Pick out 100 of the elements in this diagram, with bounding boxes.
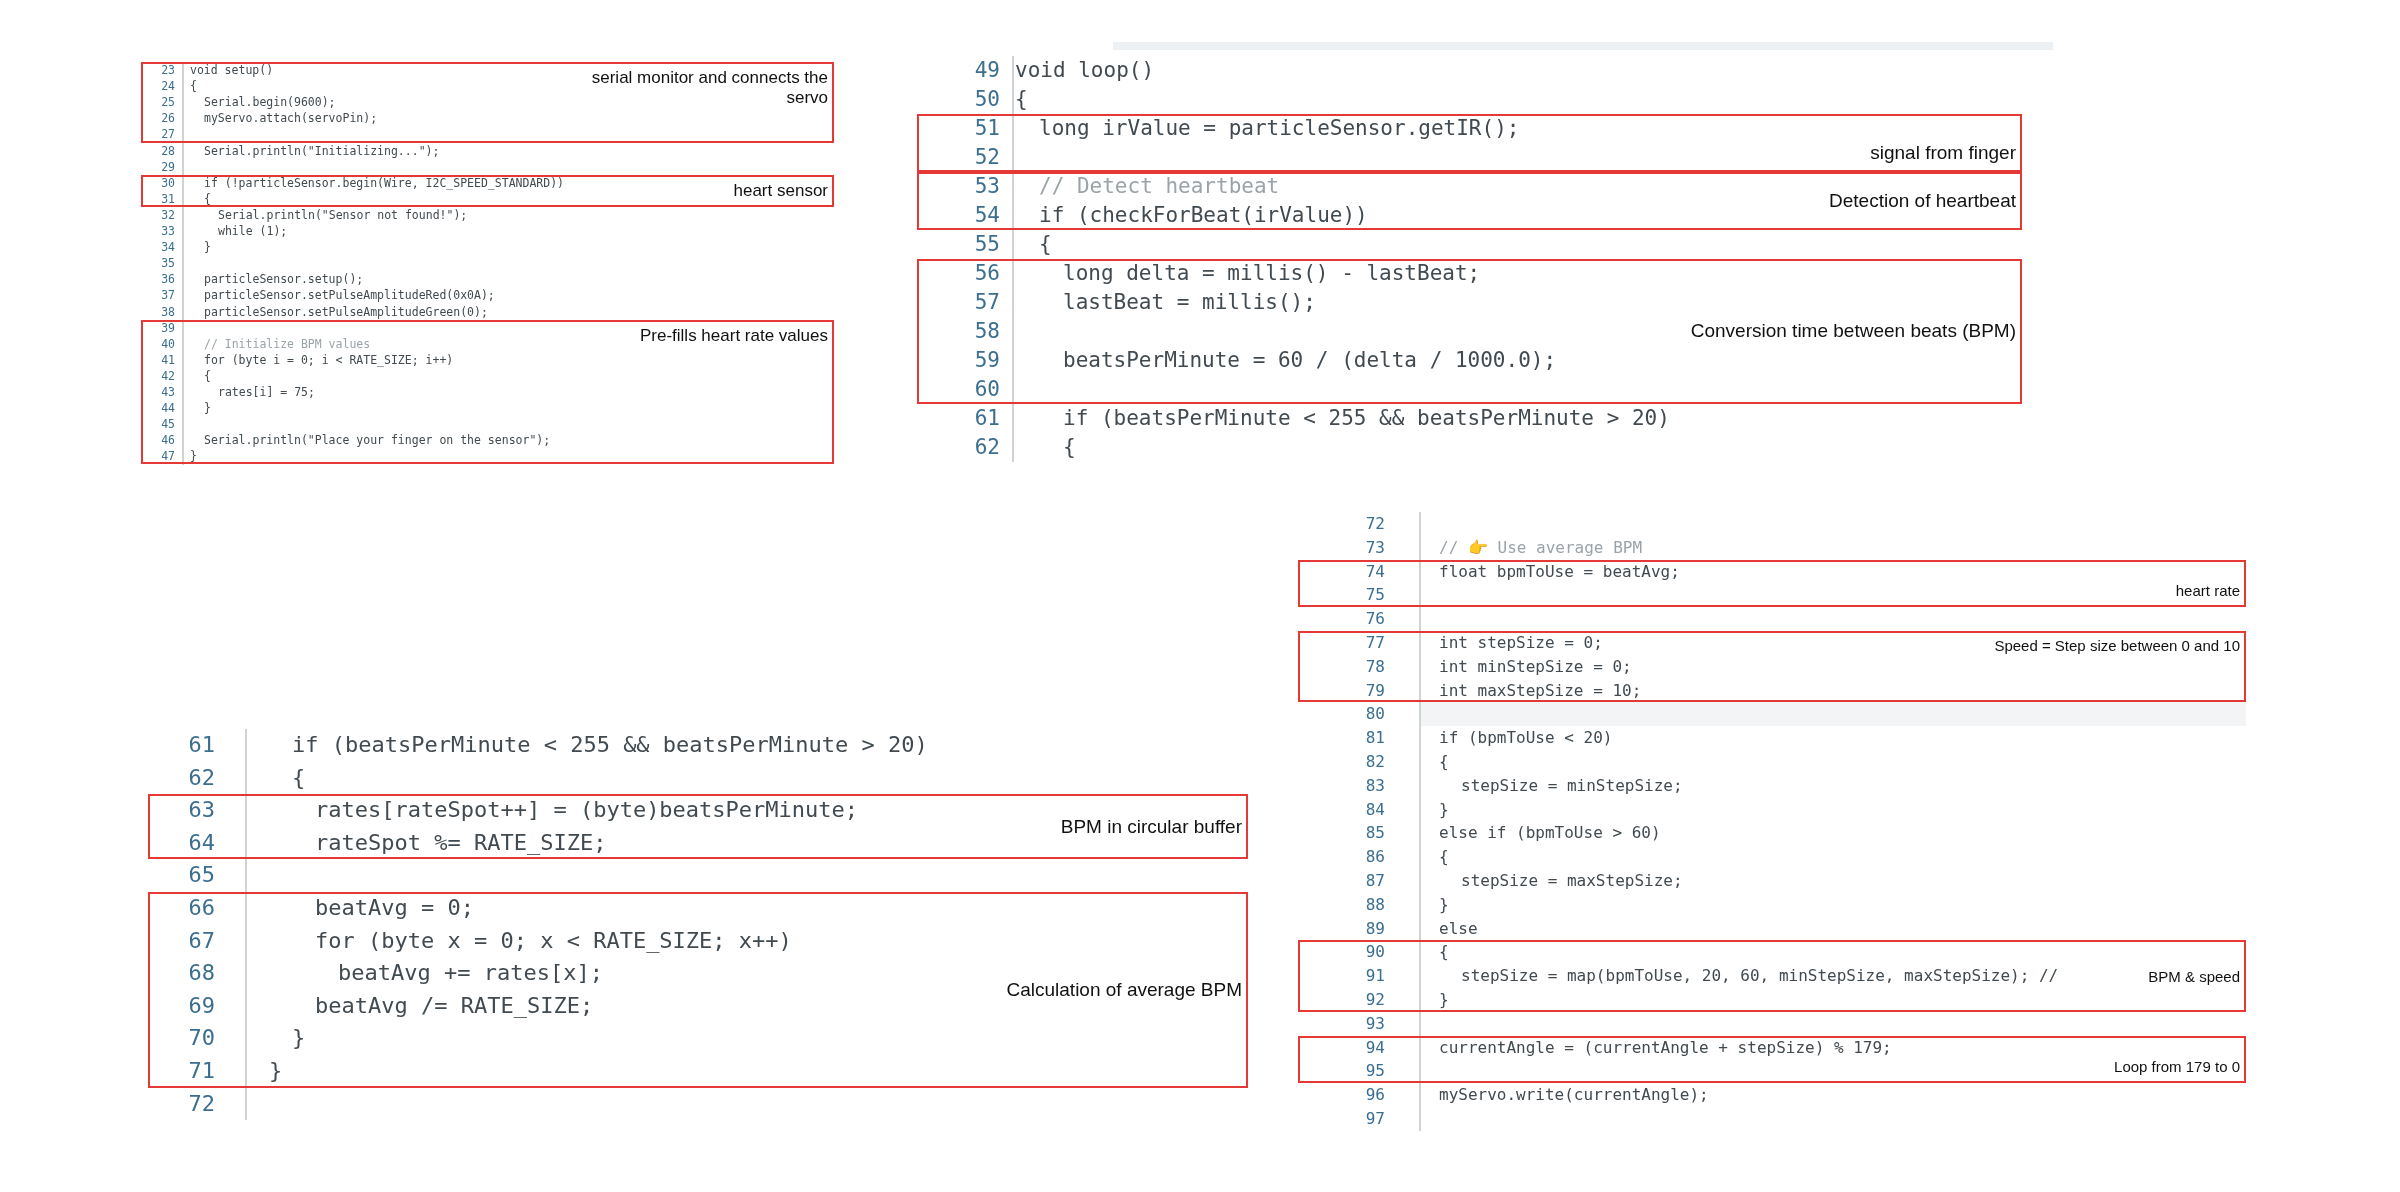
annotation-box <box>1298 631 2246 703</box>
line-number: 38 <box>160 303 175 320</box>
code-line: } <box>292 1024 306 1053</box>
code-line: Serial.println("Sensor not found!"); <box>218 206 468 223</box>
annotation-text: BPM in circular buffer <box>1060 815 1242 838</box>
code-comment: // 👉 Use average BPM <box>1439 536 1643 559</box>
line-number: 72 <box>1364 513 1385 535</box>
line-number: 57 <box>973 288 1000 316</box>
line-number: 56 <box>973 259 1000 287</box>
line-number: 46 <box>160 432 175 449</box>
line-number: 88 <box>1364 893 1385 916</box>
line-number: 23 <box>160 62 175 79</box>
code-line: void setup() <box>190 62 274 79</box>
line-number: 74 <box>1364 560 1385 583</box>
code-line: myServo.write(currentAngle); <box>1439 1084 1709 1107</box>
line-number: 68 <box>187 959 215 988</box>
code-line: if (checkForBeat(irValue)) <box>1039 201 1368 229</box>
code-line: Serial.begin(9600); <box>204 94 336 111</box>
line-number: 55 <box>973 230 1000 258</box>
code-line: myServo.attach(servoPin); <box>204 110 378 127</box>
line-number: 64 <box>187 828 215 857</box>
code-line: particleSensor.setup(); <box>204 271 364 288</box>
line-number: 27 <box>160 126 175 143</box>
code-line: stepSize = map(bpmToUse, 20, 60, minStepSize, maxStepSize); // <box>1461 965 2059 988</box>
line-number: 28 <box>160 142 175 159</box>
code-line: Serial.println("Place your finger on the sensor"); <box>204 432 551 449</box>
line-number: 63 <box>187 796 215 825</box>
code-line: { <box>1015 85 1028 113</box>
line-number: 58 <box>973 317 1000 345</box>
annotation-text: BPM & speed <box>2148 967 2240 985</box>
line-number: 61 <box>973 404 1000 432</box>
line-number: 34 <box>160 239 175 256</box>
line-number: 67 <box>187 926 215 955</box>
code-line: int maxStepSize = 10; <box>1439 679 1642 702</box>
line-number: 59 <box>973 346 1000 374</box>
line-number: 36 <box>160 271 175 288</box>
line-number: 33 <box>160 223 175 240</box>
line-number: 45 <box>160 416 175 433</box>
code-line: } <box>204 400 211 417</box>
annotation-text: heart rate <box>2175 582 2240 600</box>
annotation-box <box>917 171 2022 230</box>
annotation-text: signal from finger <box>1870 141 2016 164</box>
code-line: rates[rateSpot++] = (byte)beatsPerMinute; <box>315 796 859 825</box>
line-number: 85 <box>1364 822 1385 845</box>
line-number: 93 <box>1364 1012 1385 1035</box>
code-comment: // Detect heartbeat <box>1039 172 1280 200</box>
annotation-box <box>148 794 1248 860</box>
line-number: 73 <box>1364 536 1385 559</box>
line-number: 62 <box>973 433 1000 461</box>
line-number: 91 <box>1364 965 1385 988</box>
line-number: 51 <box>973 114 1000 142</box>
line-number: 66 <box>187 894 215 922</box>
line-number: 37 <box>160 287 175 304</box>
code-line: else if (bpmToUse > 60) <box>1439 822 1661 845</box>
code-line: long delta = millis() - lastBeat; <box>1063 259 1481 287</box>
line-number: 53 <box>973 172 1000 200</box>
line-number: 77 <box>1364 632 1385 654</box>
line-number: 41 <box>160 351 175 368</box>
line-number: 24 <box>160 78 175 95</box>
line-number: 92 <box>1364 989 1385 1011</box>
code-line: } <box>190 448 197 465</box>
line-number: 39 <box>160 319 175 336</box>
line-number: 62 <box>187 763 215 792</box>
code-line: beatsPerMinute = 60 / (delta / 1000.0); <box>1063 346 1557 374</box>
annotation-box <box>1298 559 2246 608</box>
line-number: 44 <box>160 400 175 417</box>
code-line: lastBeat = millis(); <box>1063 288 1316 316</box>
code-line: int minStepSize = 0; <box>1439 655 1632 678</box>
code-line: particleSensor.setPulseAmplitudeRed(0x0A); <box>204 287 495 304</box>
line-number: 83 <box>1364 774 1385 797</box>
annotation-text: Loop from 179 to 0 <box>2114 1058 2240 1076</box>
code-line: { <box>204 367 211 384</box>
line-number: 90 <box>1364 941 1385 964</box>
line-number: 50 <box>973 85 1000 113</box>
line-number: 86 <box>1364 846 1385 869</box>
line-number: 26 <box>160 110 175 127</box>
line-number: 52 <box>973 143 1000 171</box>
annotation-box <box>148 892 1248 1088</box>
annotation-text: Pre-fills heart rate values <box>639 325 828 346</box>
code-line: particleSensor.setPulseAmplitudeGreen(0); <box>204 303 488 320</box>
line-number: 72 <box>187 1089 215 1118</box>
line-number: 84 <box>1364 798 1385 821</box>
line-number: 89 <box>1364 917 1385 940</box>
code-line: { <box>204 190 211 207</box>
code-line: if (!particleSensor.begin(Wire, I2C_SPEED_STANDARD)) <box>204 174 565 191</box>
line-number: 32 <box>160 206 175 223</box>
line-number: 54 <box>973 201 1000 229</box>
code-line: } <box>204 239 211 256</box>
annotation-box <box>141 62 834 143</box>
line-number: 31 <box>160 190 175 207</box>
code-comment: // Initialize BPM values <box>204 335 371 352</box>
code-line: } <box>1439 798 1449 821</box>
line-number: 69 <box>187 991 215 1020</box>
line-number: 81 <box>1364 727 1385 750</box>
line-number: 94 <box>1364 1036 1385 1059</box>
code-line: float bpmToUse = beatAvg; <box>1439 560 1680 583</box>
code-line: } <box>269 1057 283 1085</box>
line-number: 25 <box>160 94 175 111</box>
line-number: 60 <box>973 375 1000 403</box>
annotation-box <box>1298 1035 2246 1084</box>
